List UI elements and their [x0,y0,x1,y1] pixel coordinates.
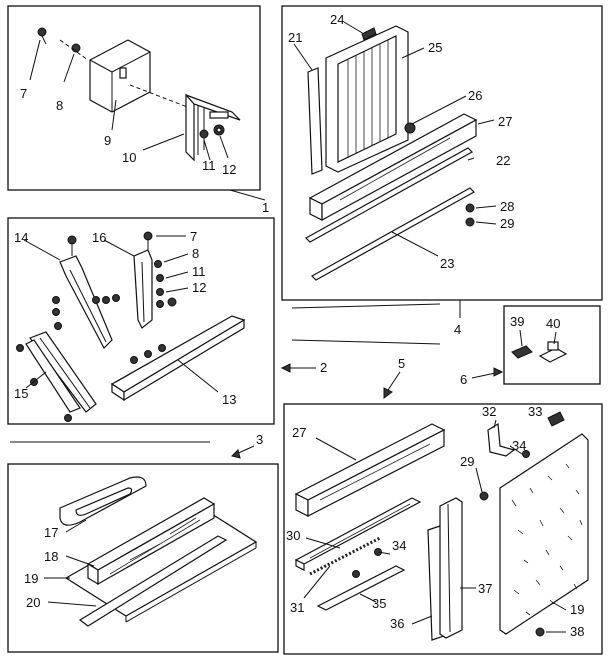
callout-17: 17 [44,525,58,540]
callout-38: 38 [570,624,584,639]
screw-29-part [465,217,475,227]
filter-25-part [325,25,409,173]
group-3-panel: 17 18 19 20 3 [7,432,279,653]
callout-29: 29 [500,216,514,231]
callout-23: 23 [440,256,454,271]
callout-19: 19 [24,571,38,586]
callout-26: 26 [468,88,482,103]
bracket-14-part [59,255,113,349]
callout-35: 35 [372,596,386,611]
strip-35-part [316,565,406,611]
callout-37: 37 [478,581,492,596]
callout-11b: 11 [192,264,206,279]
callout-22: 22 [496,153,510,168]
callout-7: 7 [20,86,27,101]
nut-11-part [199,129,209,139]
panel-19-part [499,433,589,635]
callout-32: 32 [482,404,496,419]
callout-6: 6 [460,372,467,387]
callout-8: 8 [56,98,63,113]
callout-25: 25 [428,40,442,55]
clip-39-part [511,345,533,359]
beam-27b-part [294,423,446,517]
strap-23-part [311,187,475,281]
clip-40-part [538,347,568,363]
callout-39: 39 [510,314,524,329]
callout-34b: 34 [512,438,526,453]
gasket-17-part [59,476,147,526]
callout-11: 11 [202,158,216,173]
screw-26-part [404,122,416,134]
callout-24: 24 [330,12,344,27]
group-5-panel: 27 30 31 34 35 36 37 32 33 34 29 19 38 5 [283,356,603,655]
callout-7b: 7 [190,229,197,244]
callout-20: 20 [26,595,40,610]
callout-5: 5 [398,356,405,371]
callout-18: 18 [44,549,58,564]
callout-21: 21 [288,30,302,45]
callout-30: 30 [286,528,300,543]
channel-30-part [294,497,422,571]
callout-12: 12 [222,162,236,177]
callout-1: 1 [262,200,269,215]
callout-27b: 27 [292,425,306,440]
bracket-10-part [185,93,241,162]
screw-7-part [37,27,47,45]
callout-9: 9 [104,133,111,148]
callout-12b: 12 [192,280,206,295]
callout-27: 27 [498,114,512,129]
callout-29b: 29 [460,454,474,469]
divider-line [291,339,441,345]
bracket-32-part [487,422,516,457]
plate-20-part [64,503,258,623]
callout-2: 2 [320,360,327,375]
channel-37-part [439,497,463,639]
callout-8b: 8 [192,246,199,261]
callout-33: 33 [528,404,542,419]
callout-31: 31 [290,600,304,615]
callout-16: 16 [92,230,106,245]
callout-36: 36 [390,616,404,631]
callout-13: 13 [222,392,236,407]
group-1-panel: 7 8 9 10 11 12 1 [7,5,269,215]
callout-28: 28 [500,199,514,214]
callout-15: 15 [14,386,28,401]
callout-10: 10 [122,150,136,165]
callout-4: 4 [454,322,461,337]
rail-13-part [110,315,246,402]
nut-28-part [465,203,475,213]
strap-22-part [305,147,473,243]
bracket-16-part [133,249,153,329]
callout-34: 34 [392,538,406,553]
callout-19b: 19 [570,602,584,617]
clip-24-part [361,27,377,41]
seal-31-part [309,536,381,576]
bracket-15-part [25,331,97,413]
group-6-panel: 39 40 6 [460,305,601,387]
callout-14: 14 [14,230,28,245]
strip-21-part [307,67,323,175]
strip-19-part [78,535,228,627]
callout-3: 3 [256,432,263,447]
callout-40: 40 [546,316,560,331]
clip-33-part [547,411,565,427]
group-2-panel: 14 16 7 8 11 12 13 15 2 [7,217,327,425]
divider-line [291,303,441,309]
cover-9-part [89,39,151,113]
washer-8-part [71,43,81,53]
group-4-panel: 21 24 25 26 27 22 28 29 23 4 [281,5,603,337]
foam-18-part [86,497,216,586]
beam-27-part [308,113,478,222]
